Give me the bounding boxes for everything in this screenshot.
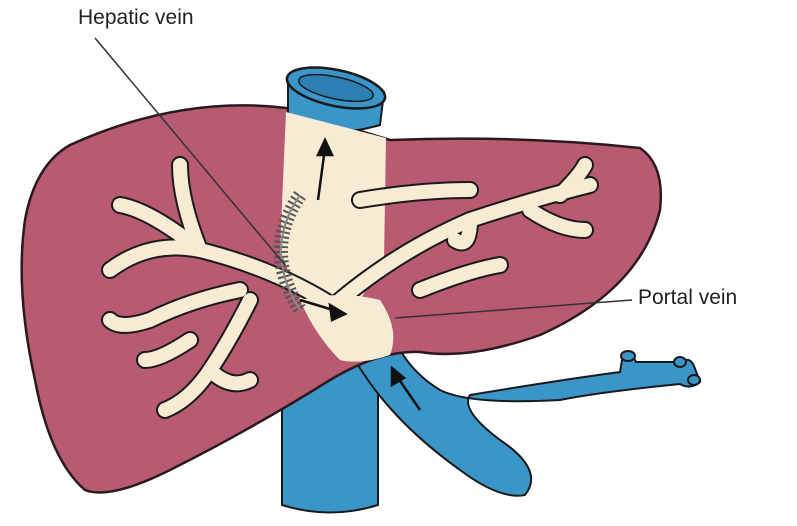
portal-vein-label: Portal vein — [638, 286, 737, 310]
portal-vein-branch-end — [688, 375, 700, 385]
hepatic-vein-label: Hepatic vein — [78, 6, 194, 30]
portal-vein-branch-end — [621, 351, 635, 361]
portal-vein-trunk — [355, 350, 700, 496]
portal-vein-branch-end — [674, 357, 686, 367]
